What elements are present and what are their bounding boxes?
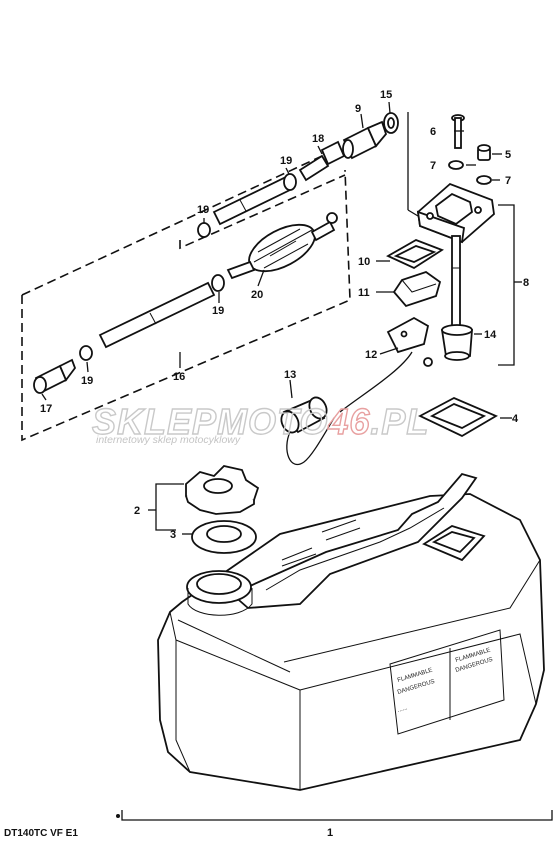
label-14: 14 — [484, 329, 497, 341]
watermark-tld: .PL — [370, 401, 429, 442]
watermark-brand: SKLEPMOTO — [92, 401, 328, 442]
fuel-gauge-assembly — [407, 112, 522, 366]
part-labels: 1 2 3 4 5 6 7 7 8 9 10 11 12 13 14 15 16… — [40, 89, 529, 839]
label-7b: 7 — [505, 175, 511, 187]
diagram-caption: DT140TC VF E1 — [4, 828, 78, 839]
watermark-tagline: internetowy sklep motocyklowy — [96, 434, 241, 446]
label-20: 20 — [251, 289, 263, 301]
watermark: SKLEPMOTO46.PL internetowy sklep motocyk… — [91, 400, 429, 446]
label-2: 2 — [134, 505, 140, 517]
hose-assembly-group — [21, 140, 351, 442]
label-17: 17 — [40, 403, 52, 415]
label-12: 12 — [365, 349, 377, 361]
label-11: 11 — [358, 287, 370, 299]
primer-bulb — [226, 212, 338, 280]
fuel-hose-lower — [98, 281, 216, 349]
hose-clip-icon — [79, 173, 297, 361]
gasket-3 — [191, 520, 257, 554]
connector-17 — [33, 358, 77, 394]
connector-9 — [342, 120, 388, 160]
connector-18 — [298, 140, 346, 182]
label-19c: 19 — [212, 305, 224, 317]
label-19b: 19 — [197, 204, 209, 216]
bracket-12 — [339, 316, 433, 413]
leader-lines — [41, 101, 512, 535]
svg-text:......: ...... — [397, 705, 409, 714]
tank-cap-2 — [185, 465, 260, 515]
label-1: 1 — [327, 827, 333, 839]
part-1-bracket — [116, 810, 553, 821]
label-4: 4 — [512, 413, 519, 425]
watermark-brand-accent: 46 — [327, 401, 370, 442]
screw-6 — [451, 114, 465, 149]
gasket-4 — [417, 397, 498, 438]
fuel-tank: FLAMMABLE DANGEROUS ...... FLAMMABLE DAN… — [157, 472, 545, 791]
cap-11 — [392, 271, 442, 308]
label-5: 5 — [505, 149, 511, 161]
screw-5 — [477, 144, 491, 161]
label-13: 13 — [284, 369, 296, 381]
label-6: 6 — [430, 126, 436, 138]
washer-7 — [448, 160, 492, 185]
label-19a: 19 — [280, 155, 292, 167]
label-3: 3 — [170, 529, 176, 541]
label-9: 9 — [355, 103, 361, 115]
washer-15 — [383, 112, 399, 134]
label-19d: 19 — [81, 375, 93, 387]
filter-13 — [280, 396, 335, 465]
svg-text:SKLEPMOTO46.PL: SKLEPMOTO46.PL — [92, 401, 429, 442]
label-8: 8 — [523, 277, 529, 289]
label-10: 10 — [358, 256, 370, 268]
label-18: 18 — [312, 133, 324, 145]
label-15: 15 — [380, 89, 392, 101]
label-7a: 7 — [430, 160, 436, 172]
label-16: 16 — [173, 371, 185, 383]
gasket-10 — [386, 239, 444, 270]
